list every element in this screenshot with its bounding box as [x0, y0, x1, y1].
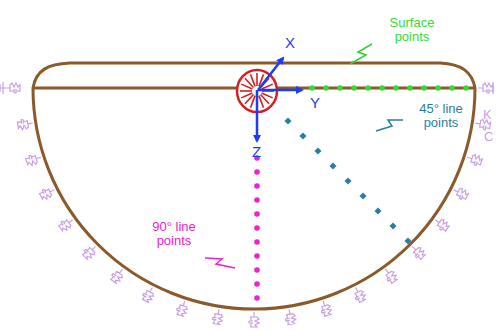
- spring-dashpot: [382, 266, 399, 284]
- cavity-ray: [250, 74, 255, 86]
- line45-point: [404, 237, 411, 244]
- spring-dashpot: [409, 243, 427, 261]
- surface-point: [449, 85, 455, 91]
- line90-leader: [205, 258, 235, 268]
- x-axis: [258, 58, 283, 90]
- callout-label: 45° line points: [406, 102, 476, 129]
- z-axis: [256, 90, 259, 141]
- cavity-ray: [256, 73, 258, 86]
- spring-dashpot: [39, 185, 57, 201]
- axis-label: Z: [252, 144, 261, 160]
- spring-dashpot: [284, 308, 296, 324]
- cavity-ray: [259, 96, 264, 108]
- spring-dashpot: [58, 216, 76, 233]
- line90-point: [254, 253, 260, 259]
- line45-leader: [376, 120, 403, 131]
- line90-point: [254, 183, 260, 189]
- line45-point: [314, 147, 321, 154]
- line45-point: [284, 117, 291, 124]
- y-axis: [258, 89, 302, 92]
- spring-dashpot: [465, 152, 482, 166]
- line90-point: [254, 281, 260, 287]
- axis-label: C: [484, 130, 493, 144]
- surface-point: [435, 85, 441, 91]
- surface-point: [365, 85, 371, 91]
- spring-dashpot: [5, 83, 20, 93]
- callout-label: 90° line points: [143, 220, 205, 247]
- surface-point: [323, 85, 329, 91]
- line45-point: [374, 207, 381, 214]
- surface-point: [337, 85, 343, 91]
- line45-point: [359, 192, 366, 199]
- spring-dashpot: [249, 312, 259, 327]
- spring-dashpot: [451, 185, 469, 201]
- callout-label: Surface points: [372, 16, 452, 43]
- spring-dashpot: [175, 299, 189, 316]
- line90-point: [254, 197, 260, 203]
- line90-point: [254, 295, 260, 301]
- axis-label: X: [285, 35, 295, 51]
- surface-point: [379, 85, 385, 91]
- spring-dashpot: [478, 83, 493, 93]
- line45-point: [344, 177, 351, 184]
- line90-point: [254, 239, 260, 245]
- spring-dashpot: [25, 152, 42, 166]
- cavity-ray: [240, 90, 252, 92]
- surface-point: [421, 85, 427, 91]
- surface-point: [463, 85, 469, 91]
- surface-point: [351, 85, 357, 91]
- axis-label: K: [483, 108, 492, 122]
- spring-dashpot: [351, 285, 367, 303]
- spring-dashpot: [318, 299, 332, 316]
- line90-point: [254, 267, 260, 273]
- spring-dashpot: [17, 118, 33, 130]
- surface-point: [393, 85, 399, 91]
- cavity-ray: [241, 93, 252, 98]
- spring-dashpot: [212, 308, 224, 324]
- axis-label: Y: [310, 95, 320, 111]
- half-space-boundary: [33, 63, 475, 309]
- line90-point: [254, 169, 260, 175]
- line45-point: [299, 132, 306, 139]
- spring-dashpot: [109, 266, 126, 284]
- line90-point: [254, 211, 260, 217]
- spring-dashpot: [432, 216, 450, 233]
- line45-point: [389, 222, 396, 229]
- surface-leader: [350, 44, 372, 64]
- surface-point: [309, 85, 315, 91]
- line90-point: [254, 225, 260, 231]
- surface-point: [407, 85, 413, 91]
- line45-point: [329, 162, 336, 169]
- spring-dashpot: [81, 243, 99, 261]
- spring-dashpot: [141, 285, 157, 303]
